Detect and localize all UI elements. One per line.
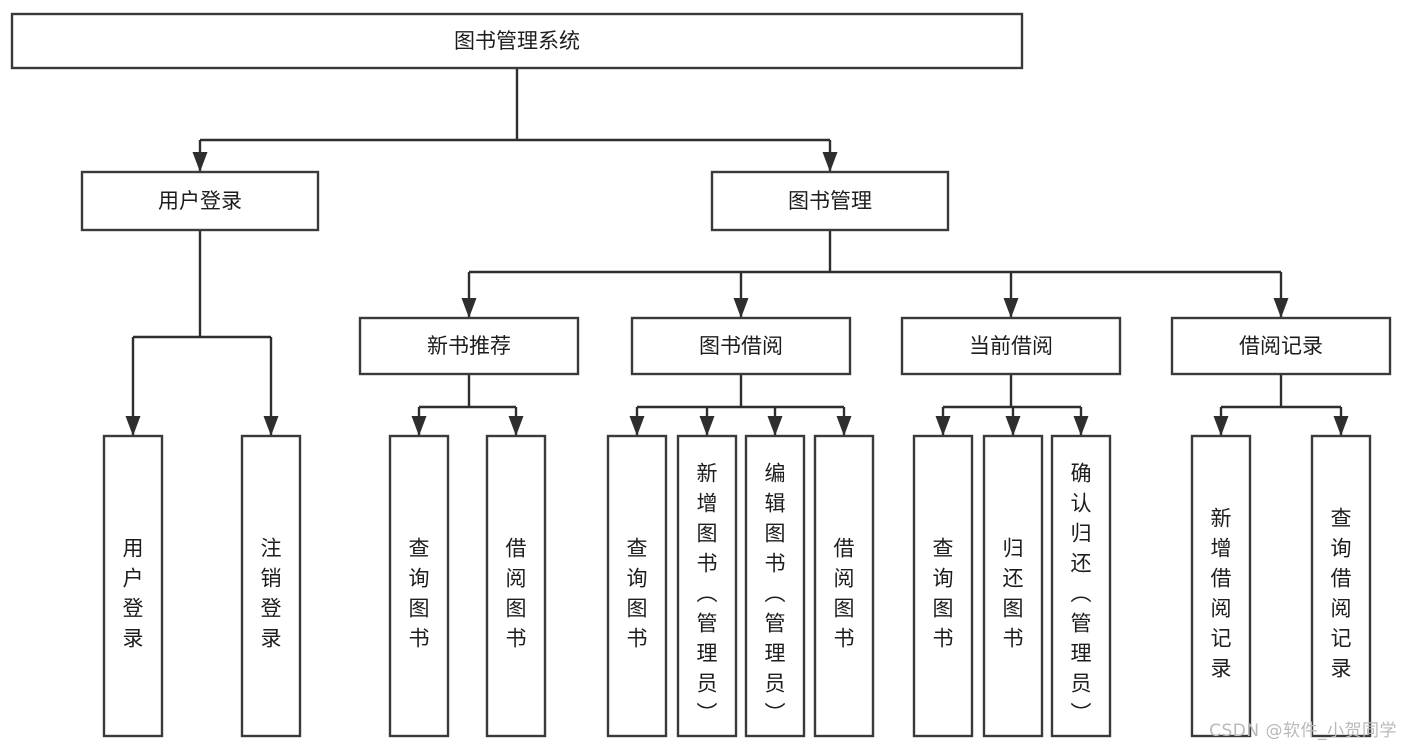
node-box-leaf-borrow-book-rec[interactable]	[485, 434, 547, 738]
node-borrow-record[interactable]: 借阅记录	[1170, 316, 1392, 376]
node-new-book-recommend[interactable]: 新书推荐	[358, 316, 580, 376]
node-leaf-confirm-return[interactable]: 确认归还︵管理员︶	[1050, 434, 1112, 738]
node-box-user-login[interactable]	[80, 170, 320, 232]
node-leaf-borrow-book-rec[interactable]: 借阅图书	[485, 434, 547, 738]
node-leaf-query-book-rec[interactable]: 查询图书	[388, 434, 450, 738]
node-leaf-user-login[interactable]: 用户登录	[102, 434, 164, 738]
node-box-leaf-edit-book[interactable]	[744, 434, 806, 738]
arrow-head-icon	[125, 416, 141, 436]
node-label-book-manage: 图书管理	[788, 189, 872, 213]
watermark-text: CSDN @软件_小贺同学	[1209, 721, 1397, 741]
arrow-head-icon	[629, 416, 645, 436]
node-leaf-edit-book[interactable]: 编辑图书︵管理员︶	[744, 434, 806, 738]
node-label-leaf-confirm-return: 确认归还︵管理员︶	[1071, 461, 1092, 725]
node-leaf-query-book-borrow[interactable]: 查询图书	[606, 434, 668, 738]
node-leaf-return-book[interactable]: 归还图书	[982, 434, 1044, 738]
node-current-borrow[interactable]: 当前借阅	[900, 316, 1122, 376]
arrow-head-icon	[733, 298, 749, 318]
node-box-book-manage[interactable]	[710, 170, 950, 232]
node-label-leaf-logout: 注销登录	[261, 536, 282, 650]
arrow-head-icon	[1213, 416, 1229, 436]
node-leaf-query-book-current[interactable]: 查询图书	[912, 434, 974, 738]
node-leaf-logout[interactable]: 注销登录	[240, 434, 302, 738]
node-leaf-borrow-book[interactable]: 借阅图书	[813, 434, 875, 738]
node-label-new-book-recommend: 新书推荐	[427, 334, 511, 358]
node-box-leaf-user-login[interactable]	[102, 434, 164, 738]
node-label-leaf-borrow-book-rec: 借阅图书	[506, 536, 527, 650]
node-box-leaf-query-book-current[interactable]	[912, 434, 974, 738]
node-label-leaf-add-book: 新增图书︵管理员︶	[697, 461, 718, 725]
node-box-leaf-add-record[interactable]	[1190, 434, 1252, 738]
arrow-head-icon	[699, 416, 715, 436]
node-label-borrow-record: 借阅记录	[1239, 334, 1323, 358]
arrow-head-icon	[822, 152, 838, 172]
node-leaf-query-record[interactable]: 查询借阅记录	[1310, 434, 1372, 738]
node-label-leaf-borrow-book: 借阅图书	[834, 536, 855, 650]
node-book-borrow[interactable]: 图书借阅	[630, 316, 852, 376]
node-label-leaf-add-record: 新增借阅记录	[1211, 506, 1232, 680]
node-box-current-borrow[interactable]	[900, 316, 1122, 376]
arrow-head-icon	[263, 416, 279, 436]
node-box-leaf-borrow-book[interactable]	[813, 434, 875, 738]
node-user-login[interactable]: 用户登录	[80, 170, 320, 232]
node-box-borrow-record[interactable]	[1170, 316, 1392, 376]
node-box-new-book-recommend[interactable]	[358, 316, 580, 376]
arrow-head-icon	[192, 152, 208, 172]
node-box-root[interactable]	[10, 12, 1024, 70]
arrow-head-icon	[767, 416, 783, 436]
arrow-heads	[125, 152, 1349, 436]
node-root[interactable]: 图书管理系统	[10, 12, 1024, 70]
node-box-leaf-query-book-rec[interactable]	[388, 434, 450, 738]
node-label-book-borrow: 图书借阅	[699, 334, 783, 358]
arrow-head-icon	[461, 298, 477, 318]
node-box-leaf-confirm-return[interactable]	[1050, 434, 1112, 738]
node-box-leaf-logout[interactable]	[240, 434, 302, 738]
arrow-head-icon	[411, 416, 427, 436]
arrow-head-icon	[1003, 298, 1019, 318]
arrow-head-icon	[1073, 416, 1089, 436]
node-book-manage[interactable]: 图书管理	[710, 170, 950, 232]
node-label-leaf-query-book-rec: 查询图书	[409, 536, 430, 650]
node-box-leaf-add-book[interactable]	[676, 434, 738, 738]
node-box-leaf-return-book[interactable]	[982, 434, 1044, 738]
node-label-current-borrow: 当前借阅	[969, 334, 1053, 358]
node-label-leaf-query-record: 查询借阅记录	[1331, 506, 1352, 680]
arrow-head-icon	[1273, 298, 1289, 318]
node-label-leaf-user-login: 用户登录	[123, 536, 144, 650]
node-label-leaf-return-book: 归还图书	[1003, 536, 1024, 650]
node-label-root: 图书管理系统	[454, 29, 580, 53]
node-box-leaf-query-book-borrow[interactable]	[606, 434, 668, 738]
arrow-head-icon	[508, 416, 524, 436]
node-label-leaf-query-book-current: 查询图书	[933, 536, 954, 650]
node-box-leaf-query-record[interactable]	[1310, 434, 1372, 738]
arrow-head-icon	[1005, 416, 1021, 436]
node-leaf-add-record[interactable]: 新增借阅记录	[1190, 434, 1252, 738]
node-label-user-login: 用户登录	[158, 189, 242, 213]
connector-lines	[131, 68, 1343, 435]
node-box-book-borrow[interactable]	[630, 316, 852, 376]
arrow-head-icon	[836, 416, 852, 436]
node-leaf-add-book[interactable]: 新增图书︵管理员︶	[676, 434, 738, 738]
nodes-layer: 图书管理系统用户登录图书管理新书推荐图书借阅当前借阅借阅记录用户登录注销登录查询…	[10, 12, 1392, 738]
arrow-head-icon	[1333, 416, 1349, 436]
arrow-head-icon	[935, 416, 951, 436]
node-label-leaf-edit-book: 编辑图书︵管理员︶	[765, 461, 786, 725]
node-label-leaf-query-book-borrow: 查询图书	[627, 536, 648, 650]
